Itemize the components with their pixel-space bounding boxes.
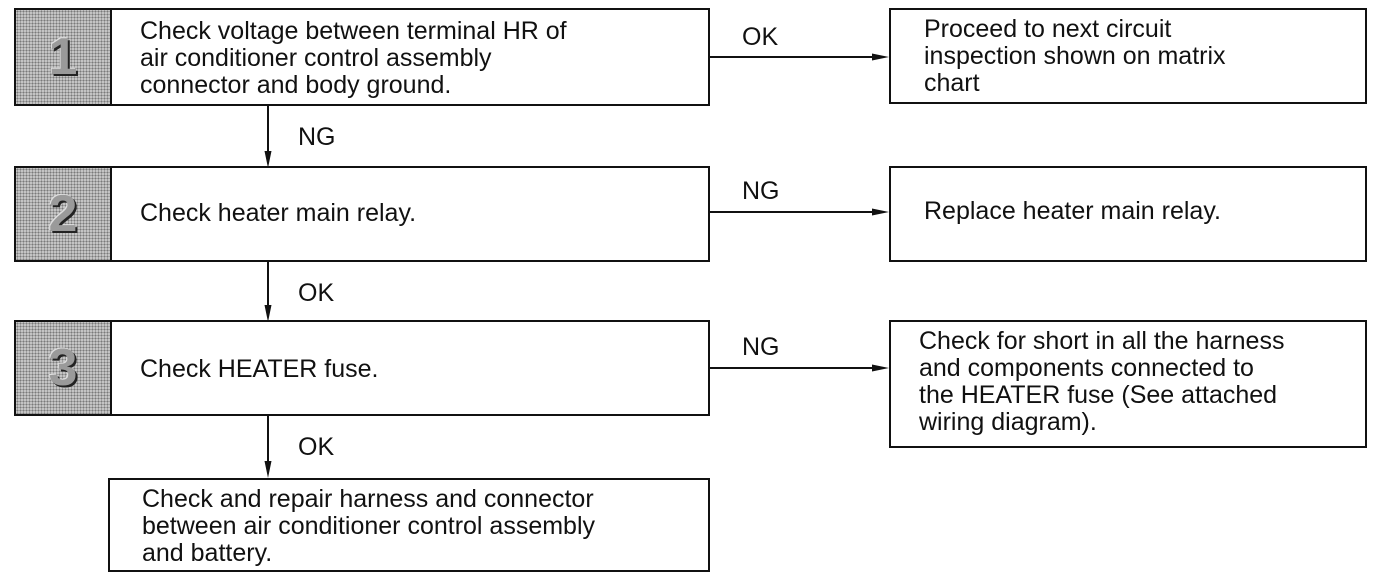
final-repair-box: Check and repair harness and connector b…: [108, 478, 710, 572]
step-1-number: 1: [16, 10, 112, 104]
step-2-line: Check heater main relay.: [140, 199, 417, 227]
outcome-2-box: Replace heater main relay.: [889, 166, 1367, 262]
outcome-1-line: chart: [924, 69, 980, 97]
arrow-step3-to-final: [264, 416, 272, 478]
step-3-line: Check HEATER fuse.: [140, 355, 379, 383]
step-1-box: 1 Check voltage between terminal HR of a…: [14, 8, 710, 106]
step-2-text: Check heater main relay.: [140, 200, 416, 227]
outcome-3-box: Check for short in all the harness and c…: [889, 320, 1367, 448]
final-repair-line: between air conditioner control assembly: [142, 512, 596, 540]
arrow-step2-to-outcome2: [710, 208, 889, 216]
branch-label-2: NG: [742, 177, 780, 205]
step-3-number: 3: [16, 322, 112, 414]
arrow-step2-to-step3: [264, 262, 272, 322]
final-repair-line: Check and repair harness and connector: [142, 485, 594, 513]
final-repair-text: Check and repair harness and connector b…: [142, 486, 595, 567]
outcome-3-text: Check for short in all the harness and c…: [919, 328, 1284, 436]
step-2-box: 2 Check heater main relay.: [14, 166, 710, 262]
arrow-step1-to-outcome1: [710, 53, 889, 61]
step-1-line: air conditioner control assembly: [140, 44, 492, 72]
step-2-number: 2: [16, 168, 112, 260]
down-label-2: OK: [298, 279, 335, 307]
step-3-text: Check HEATER fuse.: [140, 356, 379, 383]
outcome-2-line: Replace heater main relay.: [924, 197, 1221, 225]
outcome-1-line: inspection shown on matrix: [924, 42, 1226, 70]
arrow-step3-to-outcome3: [710, 364, 889, 372]
outcome-3-line: and components connected to: [919, 354, 1254, 382]
outcome-1-text: Proceed to next circuit inspection shown…: [924, 16, 1226, 97]
outcome-1-line: Proceed to next circuit: [924, 15, 1172, 43]
outcome-2-text: Replace heater main relay.: [924, 198, 1221, 225]
step-1-line: connector and body ground.: [140, 71, 452, 99]
step-1-line: Check voltage between terminal HR of: [140, 17, 567, 45]
outcome-1-box: Proceed to next circuit inspection shown…: [889, 8, 1367, 104]
outcome-3-line: the HEATER fuse (See attached: [919, 381, 1278, 409]
down-label-3: OK: [298, 433, 335, 461]
outcome-3-line: wiring diagram).: [919, 408, 1097, 436]
arrow-step1-to-step2: [264, 106, 272, 168]
branch-label-1: OK: [742, 23, 779, 51]
outcome-3-line: Check for short in all the harness: [919, 327, 1285, 355]
step-3-box: 3 Check HEATER fuse.: [14, 320, 710, 416]
branch-label-3: NG: [742, 333, 780, 361]
final-repair-line: and battery.: [142, 539, 273, 567]
down-label-1: NG: [298, 123, 336, 151]
step-1-text: Check voltage between terminal HR of air…: [140, 18, 567, 99]
